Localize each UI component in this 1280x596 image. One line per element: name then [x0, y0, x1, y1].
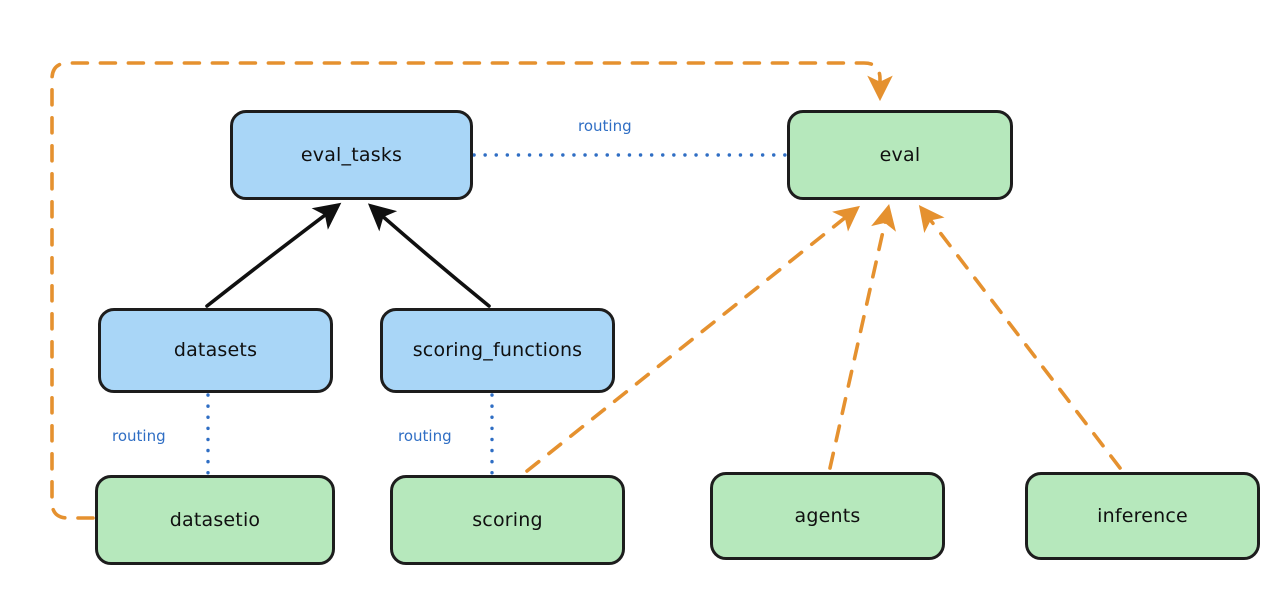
edge-label-routing-scoring-functions-scoring: routing	[398, 427, 452, 445]
node-agents[interactable]: agents	[710, 472, 945, 560]
node-label-agents: agents	[794, 504, 861, 527]
node-inference[interactable]: inference	[1025, 472, 1260, 560]
node-label-eval: eval	[879, 143, 921, 166]
edge-scoring-to-eval	[525, 205, 860, 473]
edge-datasets-to-eval_tasks	[205, 202, 342, 308]
edge-inference-to-eval	[918, 204, 1122, 470]
edge-label-routing-datasets-datasetio: routing	[112, 427, 166, 445]
node-scoring-functions[interactable]: scoring_functions	[380, 308, 615, 393]
node-label-scoring: scoring	[472, 508, 543, 531]
node-label-inference: inference	[1097, 504, 1188, 527]
edge-label-routing-eval-tasks-eval: routing	[578, 117, 632, 135]
node-scoring[interactable]: scoring	[390, 475, 625, 565]
edge-agents-to-eval	[828, 204, 896, 470]
edge-datasetio-to-eval	[50, 61, 893, 520]
node-label-scoring-functions: scoring_functions	[412, 339, 583, 361]
node-datasetio[interactable]: datasetio	[95, 475, 335, 565]
node-label-eval-tasks: eval_tasks	[300, 143, 403, 166]
node-label-datasets: datasets	[173, 339, 258, 361]
node-eval[interactable]: eval	[787, 110, 1013, 200]
node-datasets[interactable]: datasets	[98, 308, 333, 393]
node-label-datasetio: datasetio	[169, 508, 261, 531]
node-eval-tasks[interactable]: eval_tasks	[230, 110, 473, 200]
edge-scoring_functions-to-eval_tasks	[367, 203, 491, 308]
